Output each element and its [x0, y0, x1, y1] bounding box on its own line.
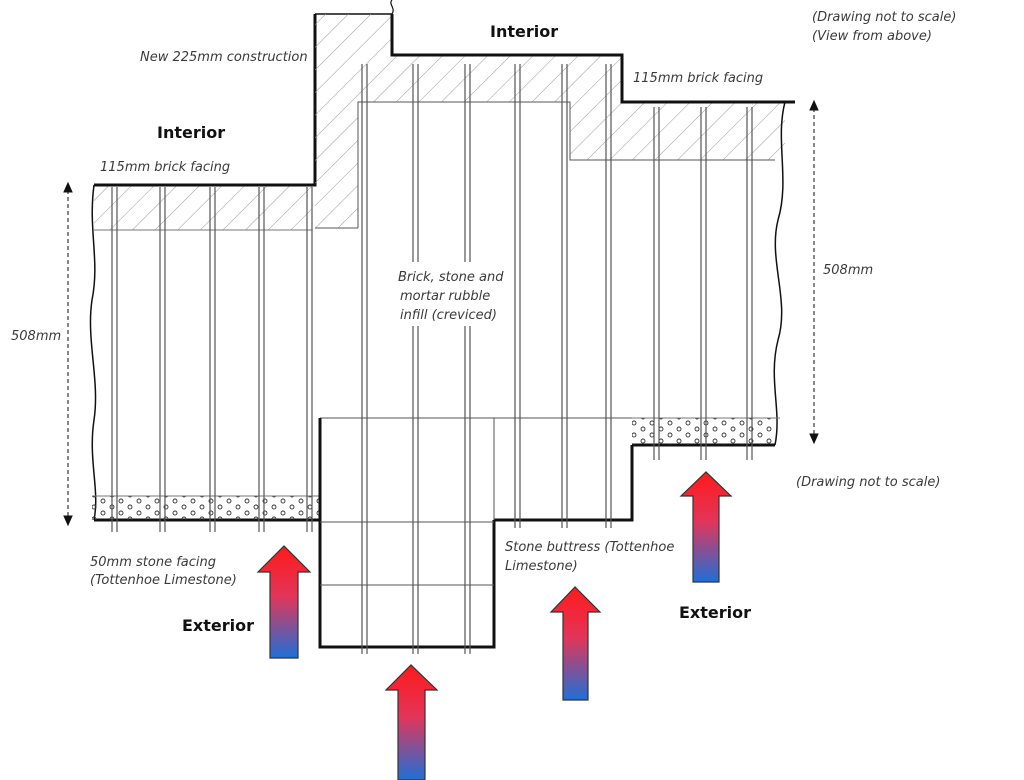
arrow-up-icon: [384, 664, 439, 780]
label-dimension-left: 508mm: [11, 329, 61, 344]
label-buttress-line-2: Limestone): [505, 559, 578, 574]
wall-tie: [361, 64, 368, 654]
wall-tie: [605, 64, 612, 528]
note-not-to-scale-right: (Drawing not to scale): [796, 475, 940, 490]
wall-tie: [258, 187, 265, 532]
wall-tie: [464, 64, 471, 262]
label-exterior-right: Exterior: [679, 603, 751, 622]
wall-tie: [412, 326, 419, 654]
right-stone-facing: [632, 417, 780, 445]
label-brick-facing-left: 115mm brick facing: [100, 160, 230, 175]
wall-tie: [159, 187, 166, 532]
arrow-up-icon: [679, 471, 733, 583]
arrow-up-icon: [549, 586, 602, 701]
label-brick-facing-right: 115mm brick facing: [633, 71, 763, 86]
dimension-line-right: [809, 99, 819, 445]
label-exterior-left: Exterior: [182, 616, 254, 635]
label-buttress-line-1: Stone buttress (Tottenhoe: [505, 540, 674, 555]
note-view-from-above: (View from above): [812, 29, 932, 44]
label-interior-top: Interior: [490, 22, 558, 41]
wall-tie: [514, 64, 521, 528]
label-stone-facing-line-2: (Tottenhoe Limestone): [90, 573, 237, 588]
right-wall-outline: [494, 101, 786, 522]
wall-tie: [209, 187, 216, 532]
new-construction-block: [315, 0, 795, 229]
wall-tie: [746, 107, 753, 460]
label-new-construction: New 225mm construction: [140, 50, 308, 65]
arrow-up-icon: [256, 545, 312, 659]
wall-tie: [561, 64, 568, 528]
wall-tie: [653, 107, 660, 460]
label-stone-facing-line-1: 50mm stone facing: [90, 555, 216, 570]
label-dimension-right: 508mm: [823, 263, 873, 278]
label-interior-left: Interior: [157, 123, 225, 142]
note-not-to-scale-top: (Drawing not to scale): [812, 10, 956, 25]
left-stone-facing: [92, 495, 320, 520]
label-infill-line-1: Brick, stone and: [398, 270, 504, 285]
wall-tie: [700, 107, 707, 460]
dimension-line-left: [63, 181, 73, 527]
wall-ties: [111, 64, 753, 654]
wall-tie: [464, 326, 471, 654]
left-brick-facing: [94, 185, 312, 231]
wall-tie: [306, 187, 313, 532]
label-infill-line-2: mortar rubble: [400, 289, 490, 304]
wall-tie: [412, 64, 419, 262]
heat-arrows: [256, 471, 733, 780]
label-infill-line-3: infill (creviced): [400, 308, 497, 323]
wall-tie: [111, 187, 118, 532]
